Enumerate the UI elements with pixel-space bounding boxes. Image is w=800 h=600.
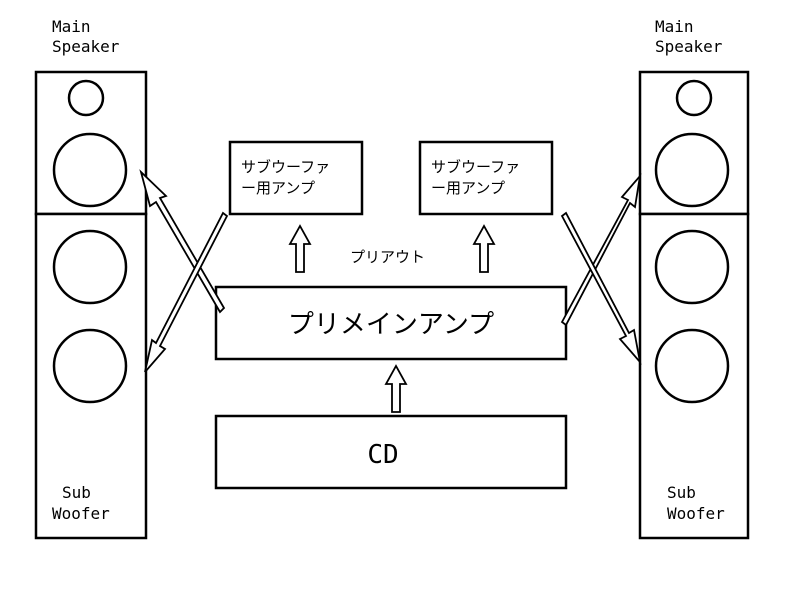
right-subwoofer-label-line1: Sub xyxy=(667,483,696,502)
left-subwoofer-label-line1: Sub xyxy=(62,483,91,502)
right-subwoofer-amp-label-line2: ー用アンプ xyxy=(431,179,505,197)
cd-player-box xyxy=(214,414,568,490)
right-subwoofer-driver-lower xyxy=(654,328,730,404)
left-subwoofer-driver-lower xyxy=(52,328,128,404)
right-tweeter xyxy=(675,79,713,117)
right-main-speaker-label-line2: Speaker xyxy=(655,37,723,56)
right-subwoofer-driver-upper xyxy=(654,229,730,305)
left-subwoofer-driver-upper xyxy=(52,229,128,305)
left-subwoofer-amp: サブウーファ ー用アンプ xyxy=(228,140,364,216)
right-subwoofer-amp-label-line1: サブウーファ xyxy=(431,158,520,176)
right-subwoofer-amp: サブウーファ ー用アンプ xyxy=(418,140,554,216)
right-subwoofer-amp-box xyxy=(418,140,554,216)
right-preout-arrow xyxy=(472,224,496,273)
left-subwoofer-amp-label-line2: ー用アンプ xyxy=(241,179,315,197)
right-subwoofer-label-line2: Woofer xyxy=(667,504,725,523)
left-main-speaker-label-line2: Speaker xyxy=(52,37,120,56)
left-subwoofer-amp-label-line1: サブウーファ xyxy=(241,158,330,176)
left-subamp-to-subwoofer-arrow xyxy=(144,211,229,373)
pre-main-amp: プリメインアンプ xyxy=(214,285,568,361)
left-speaker: Main Speaker Sub Woofer xyxy=(34,17,148,540)
left-main-speaker-label-line1: Main xyxy=(52,17,91,36)
right-subamp-to-subwoofer-arrow xyxy=(560,211,642,366)
pre-out-label: プリアウト xyxy=(350,248,425,266)
left-subwoofer-label-line2: Woofer xyxy=(52,504,110,523)
left-preout-arrow xyxy=(288,224,312,273)
cd-to-amp-arrow xyxy=(384,364,408,413)
cd-player: CD xyxy=(214,414,568,490)
right-speaker: Main Speaker Sub Woofer xyxy=(638,17,750,540)
left-main-woofer xyxy=(52,132,128,208)
right-amp-to-main-speaker-arrow xyxy=(560,172,642,327)
pre-main-amp-label: プリメインアンプ xyxy=(288,310,494,340)
left-amp-to-main-speaker-arrow xyxy=(139,169,226,314)
left-tweeter xyxy=(67,79,105,117)
left-subwoofer-amp-box xyxy=(228,140,364,216)
cd-label: CD xyxy=(367,440,398,470)
right-main-speaker-label-line1: Main xyxy=(655,17,694,36)
right-main-woofer xyxy=(654,132,730,208)
pre-main-amp-box xyxy=(214,285,568,361)
